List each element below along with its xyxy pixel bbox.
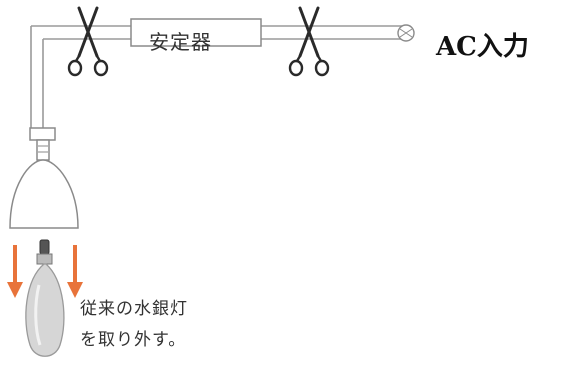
ballast-label: 安定器	[149, 30, 212, 54]
ac-input-label: AC入力	[436, 32, 529, 62]
ballast-box	[130, 18, 262, 47]
wire-run	[30, 25, 402, 128]
down-arrow-icon	[67, 245, 83, 298]
scissors-icon	[288, 6, 330, 77]
mercury-lamp	[25, 239, 65, 357]
caption-line-1: 従来の水銀灯	[80, 299, 188, 319]
instruction-caption: 従来の水銀灯 を取り外す。	[80, 294, 188, 356]
down-arrow-icon	[7, 245, 23, 298]
plug-terminal-icon	[397, 24, 415, 42]
lamp-fixture	[9, 127, 79, 229]
caption-line-2: を取り外す。	[80, 330, 187, 350]
scissors-icon	[67, 6, 109, 77]
